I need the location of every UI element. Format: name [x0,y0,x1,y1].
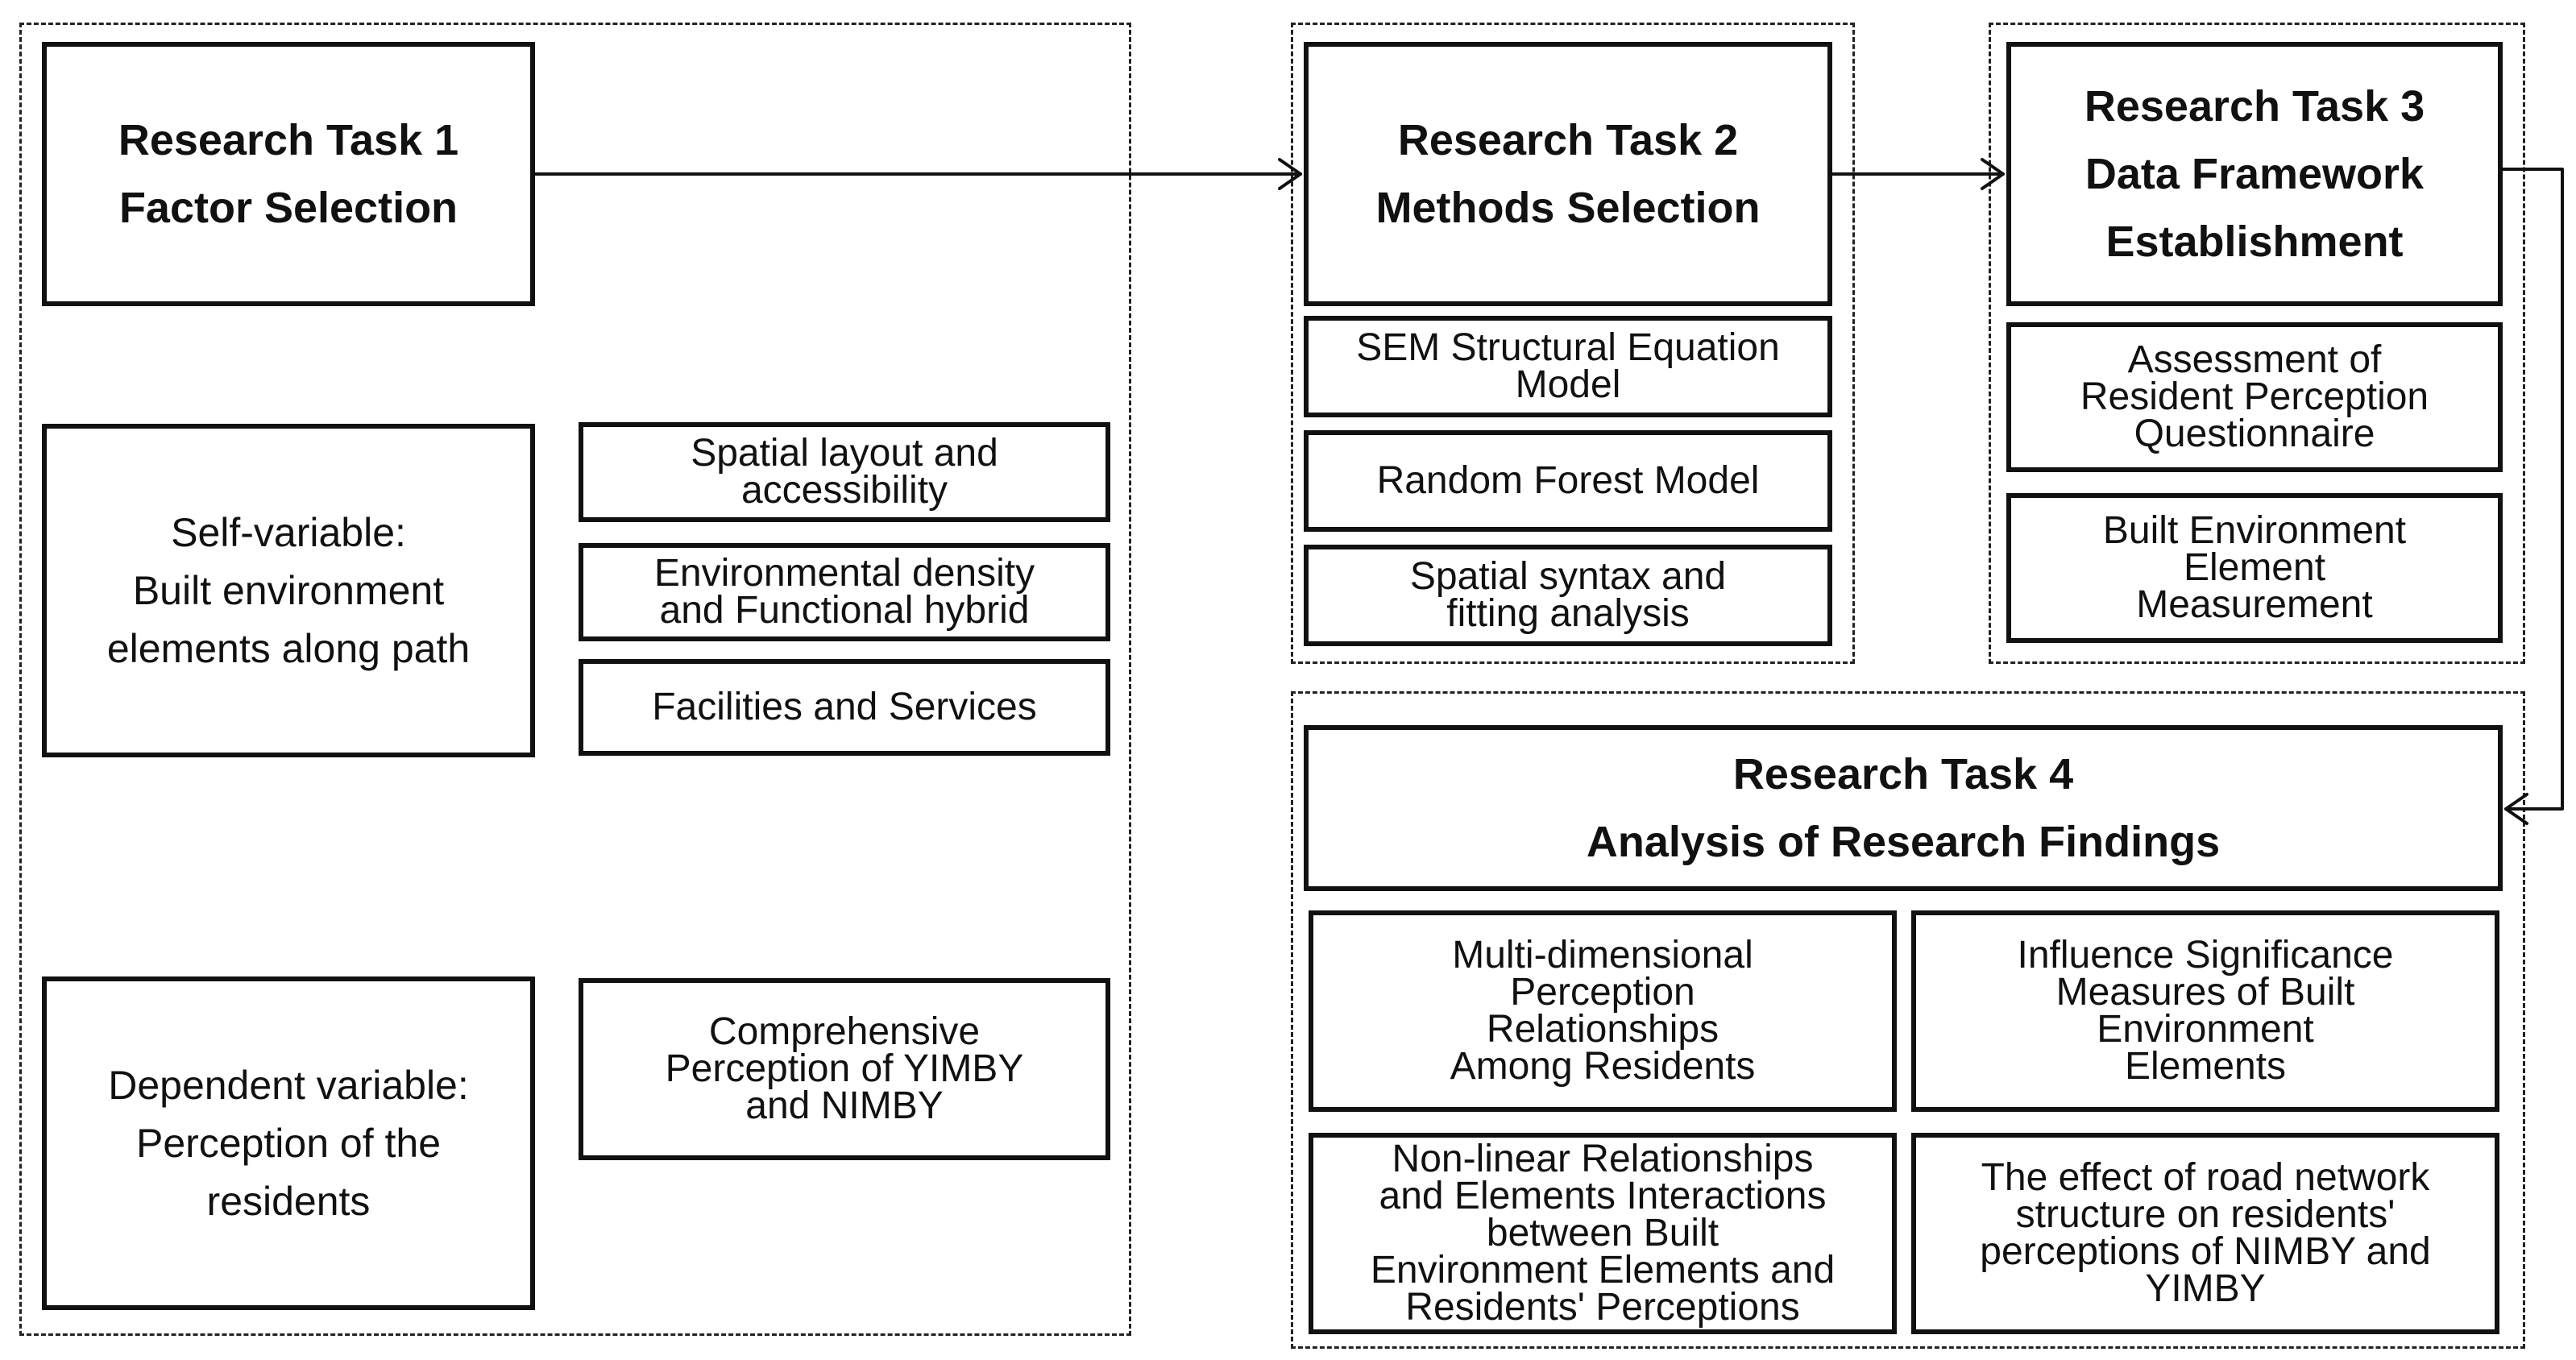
method-box: Random Forest Model [1304,430,1832,532]
arrow-task1-to-task2-head [1278,158,1302,190]
finding-label: Multi-dimensional Perception Relationshi… [1450,934,1756,1088]
arrow-task3-to-task4 [2501,168,2564,811]
method-label: Spatial syntax and fitting analysis [1409,555,1727,635]
task1-group [19,23,1131,1336]
framework-label: Built Environment Element Measurement [2102,509,2407,626]
method-label: SEM Structural Equation Model [1356,326,1780,406]
dependent-item-box: Comprehensive Perception of YIMBY and NI… [579,978,1110,1160]
self-item-label: Environmental density and Functional hyb… [653,552,1035,632]
task3-title-box: Research Task 3 Data Framework Establish… [2006,42,2503,306]
self-item-label: Spatial layout and accessibility [691,432,998,512]
self-item-box: Environmental density and Functional hyb… [579,543,1110,641]
finding-label: Non-linear Relationships and Elements In… [1370,1138,1836,1329]
task4-group [1291,691,2525,1349]
self-item-box: Facilities and Services [579,659,1110,756]
self-variable-label: Self-variable: Built environment element… [106,510,471,671]
finding-label: Influence Significance Measures of Built… [2017,934,2394,1088]
task4-title: Research Task 4 Analysis of Research Fin… [1586,750,2221,866]
framework-box: Built Environment Element Measurement [2006,493,2503,643]
dependent-variable-box: Dependent variable: Perception of the re… [42,976,535,1310]
method-label: Random Forest Model [1376,459,1760,502]
task3-title: Research Task 3 Data Framework Establish… [2084,82,2425,266]
finding-box: Multi-dimensional Perception Relationshi… [1309,910,1897,1112]
method-box: Spatial syntax and fitting analysis [1304,545,1832,646]
self-variable-box: Self-variable: Built environment element… [42,424,535,757]
task2-title-box: Research Task 2 Methods Selection [1304,42,1832,306]
framework-box: Assessment of Resident Perception Questi… [2006,322,2503,472]
framework-label: Assessment of Resident Perception Questi… [2080,338,2429,455]
arrow-task3-to-task4-head [2504,793,2528,825]
task1-title-box: Research Task 1 Factor Selection [42,42,535,306]
self-item-box: Spatial layout and accessibility [579,422,1110,522]
task4-title-box: Research Task 4 Analysis of Research Fin… [1304,725,2503,891]
dependent-item-label: Comprehensive Perception of YIMBY and NI… [665,1010,1024,1127]
finding-label: The effect of road network structure on … [1980,1156,2431,1310]
method-box: SEM Structural Equation Model [1304,316,1832,417]
finding-box: Influence Significance Measures of Built… [1911,910,2499,1112]
finding-box: The effect of road network structure on … [1911,1133,2499,1334]
task2-group [1291,23,1855,664]
arrow-task2-to-task3-head [1981,158,2005,190]
self-item-label: Facilities and Services [652,686,1037,728]
task3-group [1989,23,2525,664]
task2-title: Research Task 2 Methods Selection [1375,116,1761,232]
finding-box: Non-linear Relationships and Elements In… [1309,1133,1897,1334]
task1-title: Research Task 1 Factor Selection [118,116,459,232]
dependent-variable-label: Dependent variable: Perception of the re… [108,1063,469,1224]
